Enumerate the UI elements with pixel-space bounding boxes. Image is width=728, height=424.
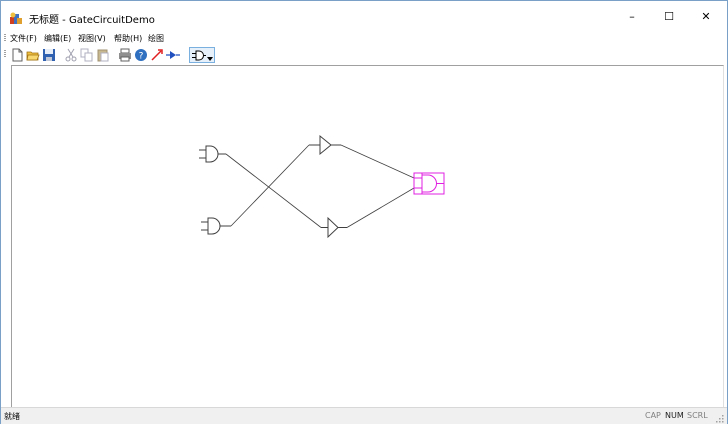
caps-lock-indicator: CAP [645, 411, 661, 420]
circuit-diagram [199, 134, 445, 239]
status-bar: 就绪 CAP NUM SCRL [1, 407, 727, 424]
paste-icon[interactable] [96, 48, 110, 62]
toolbar: ? [1, 46, 727, 65]
and-gate-tool-dropdown[interactable] [189, 47, 215, 63]
menu-view[interactable]: 视图(V) [78, 34, 106, 43]
new-file-icon[interactable] [10, 48, 24, 62]
chevron-down-icon [207, 57, 213, 61]
wire-and1-to-buffer2 [225, 153, 322, 228]
minimize-button[interactable]: – [615, 1, 649, 31]
maximize-icon: ☐ [664, 9, 674, 23]
scroll-lock-indicator: SCRL [687, 411, 708, 420]
wire-and2-to-buffer1 [230, 144, 310, 227]
close-button[interactable]: ✕ [689, 1, 723, 31]
status-text: 就绪 [4, 412, 20, 421]
menu-edit[interactable]: 编辑(E) [44, 34, 72, 43]
wire-buffer2-to-selected-gate [346, 187, 415, 228]
menu-help[interactable]: 帮助(H) [114, 34, 143, 43]
buffer-gate-2[interactable] [321, 216, 347, 239]
title-bar[interactable]: 无标题 - GateCircuitDemo – ☐ ✕ [1, 1, 727, 31]
wires [225, 144, 415, 228]
help-icon[interactable]: ? [134, 48, 148, 62]
open-folder-icon[interactable] [26, 48, 40, 62]
buffer-gate-1[interactable] [309, 134, 341, 156]
toolbar-grip-icon[interactable] [4, 50, 6, 58]
app-icon [10, 12, 22, 24]
maximize-button[interactable]: ☐ [652, 1, 686, 31]
drawing-canvas[interactable] [11, 65, 724, 407]
save-icon[interactable] [42, 48, 56, 62]
menu-file[interactable]: 文件(F) [10, 34, 37, 43]
wire-pointer-icon[interactable] [150, 48, 164, 62]
menubar-grip-icon[interactable] [4, 34, 6, 42]
and-gate-2[interactable] [201, 217, 231, 235]
svg-text:?: ? [139, 52, 144, 62]
wire-buffer1-to-selected-gate [340, 144, 415, 179]
and-gate-icon [192, 50, 206, 61]
diode-icon[interactable] [166, 48, 180, 62]
resize-grip-icon[interactable] [715, 414, 724, 423]
print-icon[interactable] [118, 48, 132, 62]
copy-icon[interactable] [80, 48, 94, 62]
num-lock-indicator: NUM [665, 411, 684, 420]
minimize-icon: – [629, 9, 635, 23]
menu-draw[interactable]: 绘图 [148, 34, 164, 43]
close-icon: ✕ [701, 9, 711, 23]
and-gate-1[interactable] [199, 145, 226, 163]
window-title: 无标题 - GateCircuitDemo [29, 15, 155, 26]
selected-and-gate[interactable] [413, 172, 445, 195]
menu-bar: 文件(F) 编辑(E) 视图(V) 帮助(H) 绘图 [1, 31, 727, 45]
cut-icon[interactable] [64, 48, 78, 62]
